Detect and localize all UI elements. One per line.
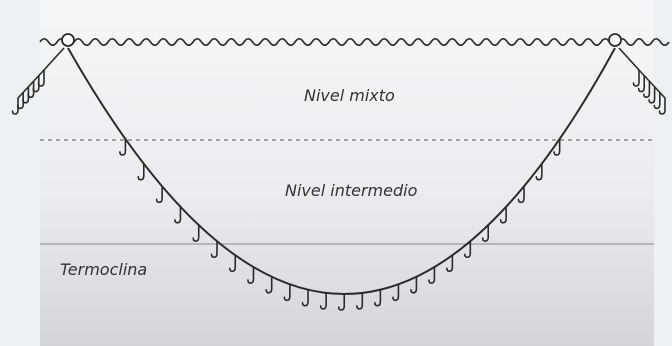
hook-icon: [174, 205, 182, 224]
hook-icon: [643, 80, 651, 99]
hook-icon: [301, 288, 309, 307]
hook-icon: [265, 275, 273, 294]
hook-icon: [11, 97, 19, 115]
hook-icon: [283, 283, 291, 302]
hook-icon: [410, 275, 418, 294]
thermocline-label: Termoclina: [60, 260, 147, 279]
hook-icon: [632, 69, 640, 87]
left-buoy-icon: [61, 33, 75, 47]
buoy-rig-group: [11, 47, 666, 115]
water-panel: [40, 0, 654, 346]
hook-icon: [137, 162, 145, 181]
hook-icon: [356, 292, 364, 310]
hook-icon: [648, 86, 656, 104]
hook-icon: [392, 283, 400, 302]
hook-icon: [247, 266, 255, 284]
hook-icon: [499, 205, 507, 224]
hook-icon: [210, 240, 218, 259]
hook-icon: [481, 224, 490, 242]
right-buoy-icon: [608, 33, 622, 47]
hook-icon: [535, 162, 543, 181]
mixed-layer-label: Nivel mixto: [304, 86, 395, 105]
hook-icon: [428, 266, 436, 284]
hook-icon: [464, 240, 472, 259]
hook-icon: [637, 74, 645, 93]
hook-icon: [119, 138, 127, 156]
hook-icon: [228, 254, 237, 273]
hook-icon: [446, 254, 454, 273]
intermediate-layer-label: Nivel intermedio: [285, 181, 418, 200]
hook-icon: [155, 185, 163, 204]
hook-icon: [653, 91, 661, 110]
hook-icon: [374, 288, 382, 307]
hook-icon: [337, 293, 346, 311]
hooks-group: [119, 138, 561, 311]
hook-icon: [517, 185, 525, 204]
hook-icon: [553, 138, 561, 156]
hook-icon: [658, 97, 666, 115]
sea-surface-wave-icon: [39, 38, 670, 46]
hook-icon: [319, 292, 327, 310]
hook-icon: [192, 224, 200, 242]
